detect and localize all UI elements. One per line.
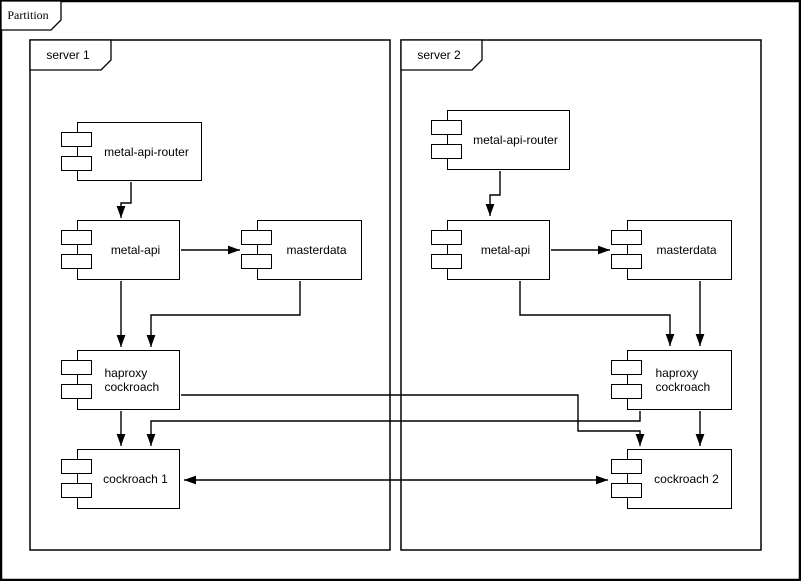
component-port-icon <box>60 131 92 147</box>
component-s1-metal-api-router: metal-api-router <box>60 122 202 181</box>
component-port-icon <box>60 482 92 498</box>
component-s2-masterdata: masterdata <box>610 220 732 280</box>
edge-s1-haproxy-to-cockroach2 <box>181 394 645 446</box>
component-s1-haproxy-cockroach: haproxy cockroach <box>60 350 180 410</box>
component-port-icon <box>430 119 462 135</box>
edge-s2-api-to-haproxy <box>519 281 675 346</box>
component-s1-masterdata: masterdata <box>240 220 362 280</box>
component-port-icon <box>240 253 272 269</box>
partition-tab <box>0 0 62 31</box>
component-port-icon <box>610 229 642 245</box>
component-port-icon <box>430 229 462 245</box>
server-2-tab <box>400 39 483 71</box>
component-s1-metal-api: metal-api <box>60 220 180 280</box>
component-port-icon <box>60 229 92 245</box>
component-port-icon <box>610 253 642 269</box>
server-1-tab <box>29 39 112 71</box>
component-label: metal-api <box>480 243 531 257</box>
component-port-icon <box>610 458 642 474</box>
component-port-icon <box>610 359 642 375</box>
component-label: metal-api <box>110 243 161 257</box>
component-port-icon <box>60 155 92 171</box>
component-s1-cockroach-1: cockroach 1 <box>60 449 180 509</box>
component-s2-metal-api: metal-api <box>430 220 550 280</box>
component-port-icon <box>60 253 92 269</box>
component-port-icon <box>60 359 92 375</box>
server-1-label: server 1 <box>46 47 90 62</box>
component-s2-haproxy-cockroach: haproxy cockroach <box>610 350 732 410</box>
component-label: haproxy cockroach <box>655 366 711 394</box>
component-label: masterdata <box>286 243 347 257</box>
component-port-icon <box>60 383 92 399</box>
component-port-icon <box>60 458 92 474</box>
server-2-label: server 2 <box>417 47 461 62</box>
component-port-icon <box>430 253 462 269</box>
component-port-icon <box>430 143 462 159</box>
component-label: masterdata <box>656 243 717 257</box>
component-port-icon <box>610 383 642 399</box>
component-label: haproxy cockroach <box>104 366 160 394</box>
component-port-icon <box>610 482 642 498</box>
component-label: cockroach 1 <box>103 472 168 486</box>
edge-s1-masterdata-to-haproxy <box>146 281 301 347</box>
edge-s2-router-to-api <box>485 171 501 216</box>
edge-s2-haproxy-to-cockroach1 <box>146 411 641 446</box>
edge-s1-router-to-api <box>116 182 132 218</box>
component-label: metal-api-router <box>473 133 558 147</box>
component-s2-metal-api-router: metal-api-router <box>430 110 570 170</box>
component-label: metal-api-router <box>104 144 189 159</box>
component-s2-cockroach-2: cockroach 2 <box>610 449 732 509</box>
component-label: cockroach 2 <box>654 472 719 486</box>
component-port-icon <box>240 229 272 245</box>
partition-label: Partition <box>7 7 49 22</box>
server-2-frame <box>400 39 762 551</box>
server-1-frame <box>29 39 391 551</box>
